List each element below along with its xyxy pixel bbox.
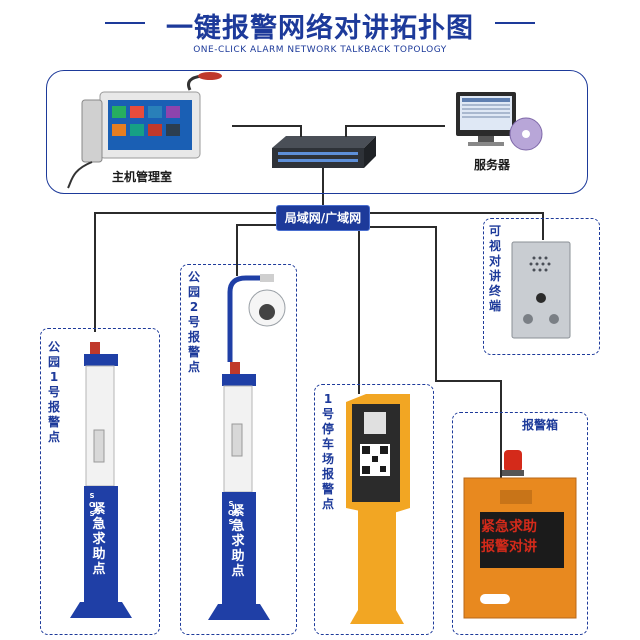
parking-pole-icon	[346, 394, 410, 624]
control-room-box	[46, 70, 588, 194]
park-pole-1-icon	[70, 342, 132, 618]
network-label: 局域网/广域网	[276, 205, 370, 231]
park-point-1-label: 公园1号报警点	[47, 340, 60, 444]
host-console-icon	[67, 72, 222, 189]
host-room-label: 主机管理室	[112, 170, 173, 184]
network-line-left	[94, 212, 276, 214]
pole-1-text: 紧急求助点	[92, 502, 106, 577]
pole-2-text: 紧急求助点	[231, 504, 245, 579]
pole-1-sos: SOS	[89, 492, 95, 518]
switch-to-network-line	[322, 168, 324, 206]
network-line-left-2	[236, 224, 276, 226]
switch-host-link-h	[232, 125, 302, 127]
page-subtitle: ONE-CLICK ALARM NETWORK TALKBACK TOPOLOG…	[193, 45, 447, 55]
line-to-parking	[358, 226, 360, 394]
line-to-alarm-box-down	[500, 380, 502, 478]
network-line-right-2	[368, 226, 436, 228]
intercom-terminal-icon	[511, 241, 571, 339]
park-pole-2-icon	[208, 274, 286, 620]
pole-2-sos: SOS	[228, 500, 234, 526]
page-title: 一键报警网络对讲拓扑图	[166, 13, 474, 44]
title-rule-left	[105, 22, 145, 24]
terminal-box	[483, 218, 600, 355]
alarm-box-label: 报警箱	[522, 418, 559, 432]
park-point-1-box	[40, 328, 160, 635]
parking-point-1-box	[314, 384, 434, 635]
parking-point-1-label: 1号停车场报警点	[321, 392, 334, 511]
network-switch-icon	[272, 136, 376, 168]
switch-server-link	[345, 125, 347, 137]
line-to-park-1	[94, 212, 96, 332]
park-point-2-box	[180, 264, 297, 635]
park-point-2-label: 公园2号报警点	[187, 270, 200, 374]
alarm-screen-line-1: 紧急求助	[481, 519, 537, 535]
line-to-terminal	[542, 212, 544, 240]
alarm-box-icon	[463, 450, 577, 619]
alarm-screen-line-2: 报警对讲	[481, 539, 537, 555]
server-icon	[456, 92, 543, 151]
terminal-label: 可视对讲终端	[488, 224, 501, 313]
line-to-alarm-box-v	[435, 226, 437, 382]
switch-host-link	[300, 125, 302, 137]
title-rule-right	[495, 22, 535, 24]
alarm-box-frame	[452, 412, 588, 635]
server-label: 服务器	[474, 158, 511, 172]
line-to-alarm-box-h	[435, 380, 501, 382]
network-line-right	[368, 212, 543, 214]
line-to-park-2	[236, 224, 238, 276]
switch-server-link-h	[345, 125, 445, 127]
